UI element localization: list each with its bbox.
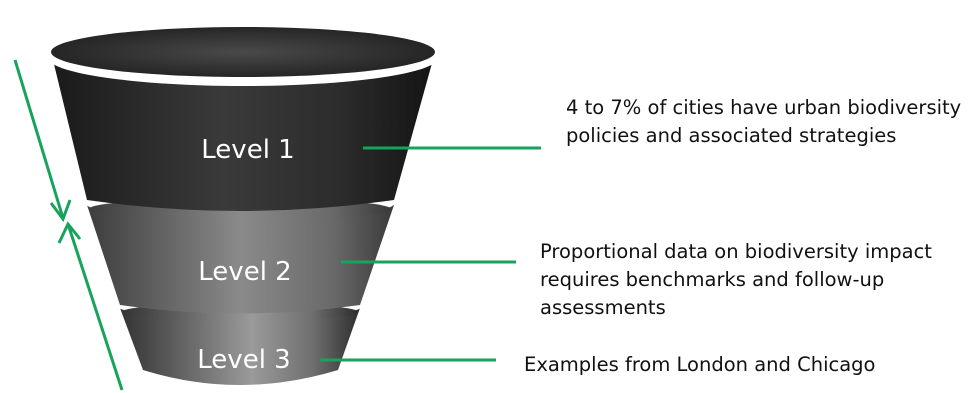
level-3-description: Examples from London and Chicago: [524, 353, 876, 376]
level-1-label: Level 1: [201, 135, 294, 165]
funnel-level-1: [47, 27, 439, 211]
arrow-up-icon: [57, 221, 124, 391]
level-3-label: Level 3: [197, 345, 290, 375]
level-1-description: 4 to 7% of cities have urban biodiversit…: [566, 96, 962, 147]
level-2-description: Proportional data on biodiversity impact…: [540, 240, 932, 319]
level-2-label: Level 2: [198, 257, 291, 287]
arrow-down-icon: [13, 59, 72, 223]
